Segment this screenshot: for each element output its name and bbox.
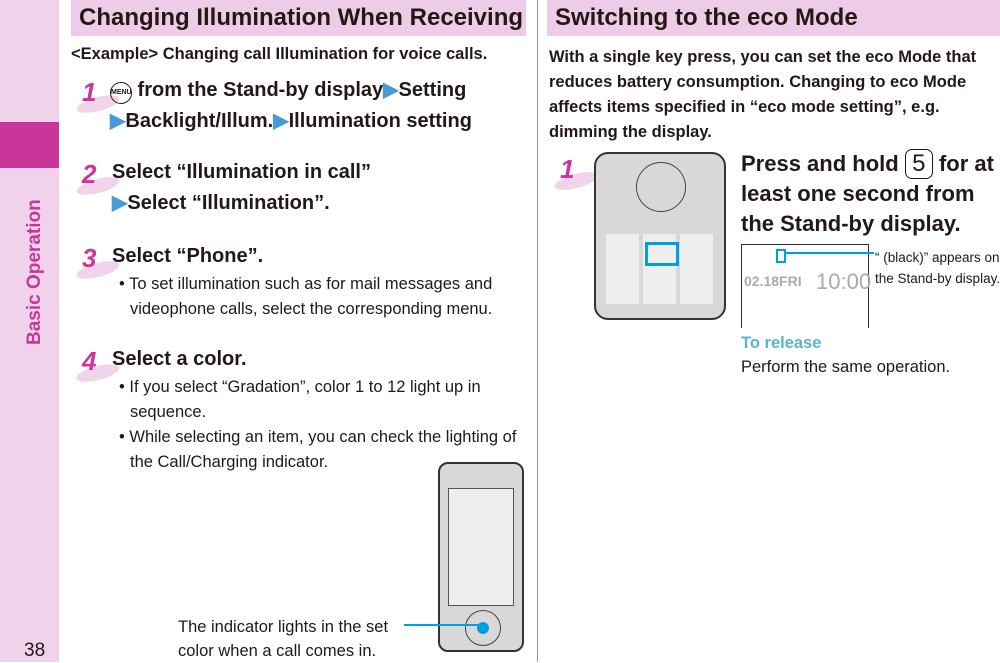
arrow-icon: ▶ — [112, 192, 128, 214]
step-text: from the Stand-by display — [132, 79, 384, 101]
screen-date: 02.18FRI — [744, 273, 802, 289]
intro-text: With a single key press, you can set the… — [549, 48, 977, 141]
screen-time: 10:00 — [816, 269, 872, 294]
step-1: 1 MENU from the Stand-by display▶Setting… — [82, 75, 532, 137]
eco-callout: “ (black)” appears on the Stand-by displ… — [875, 250, 1000, 286]
press-hold-step: Press and hold 5 for at least one second… — [741, 149, 1000, 239]
phone-keypad-illustration — [594, 152, 726, 320]
right-section-title: Switching to the eco Mode — [547, 0, 1000, 36]
step-text: Select “Illumination in call” — [112, 161, 371, 183]
step-number: 1 — [82, 77, 97, 107]
eco-icon-highlight — [776, 249, 786, 263]
menu-key-icon: MENU — [110, 82, 132, 104]
step-text: Press and hold — [741, 151, 905, 176]
callout-line — [786, 252, 874, 254]
section-tab — [0, 122, 59, 168]
phone-dpad — [465, 610, 501, 646]
step-2: 2 Select “Illumination in call” ▶Select … — [82, 157, 532, 219]
column-divider — [537, 0, 538, 662]
phone-keys — [606, 234, 716, 304]
left-section-title: Changing Illumination When Receiving — [71, 0, 526, 36]
callout-line — [404, 624, 480, 626]
step-text: Select “Illumination”. — [127, 192, 330, 214]
phone-illustration — [438, 462, 524, 652]
bullet: • If you select “Gradation”, color 1 to … — [119, 378, 481, 421]
page-number: 38 — [24, 640, 46, 661]
indicator-callout: The indicator lights in the set color wh… — [178, 618, 389, 660]
step-number: 2 — [82, 159, 97, 189]
step-4: 4 Select a color. • If you select “Grada… — [82, 344, 527, 475]
phone-screen — [448, 488, 514, 606]
step-text: Illumination setting — [288, 110, 472, 132]
step-text: Backlight/Illum. — [125, 110, 274, 132]
key-5-icon: 5 — [904, 149, 933, 179]
bullet-text: To set illumination such as for mail mes… — [129, 275, 493, 318]
step-text: Select a color. — [112, 348, 247, 370]
bullet: • While selecting an item, you can check… — [119, 428, 517, 471]
arrow-icon: ▶ — [273, 110, 289, 132]
step-number: 4 — [82, 346, 97, 376]
step-number: 3 — [82, 243, 97, 273]
step-text: Setting — [398, 79, 467, 101]
arrow-icon: ▶ — [110, 110, 126, 132]
phone-dpad — [636, 162, 686, 212]
step-number: 1 — [560, 154, 575, 184]
bullet: • To set illumination such as for mail m… — [119, 275, 493, 318]
section-label: Basic Operation — [24, 199, 45, 345]
step-text: Select “Phone”. — [112, 245, 264, 267]
sidebar — [0, 0, 59, 662]
standby-screen: 02.18FRI 10:00 — [741, 244, 872, 328]
key-5-highlight — [645, 242, 679, 266]
bullet-text: If you select “Gradation”, color 1 to 12… — [129, 378, 481, 421]
release-label: To release — [741, 334, 822, 352]
bullet-text: While selecting an item, you can check t… — [129, 428, 517, 471]
step-3: 3 Select “Phone”. • To set illumination … — [82, 241, 527, 322]
arrow-icon: ▶ — [383, 79, 399, 101]
release-text: Perform the same operation. — [741, 358, 951, 376]
indicator-light — [477, 622, 489, 634]
step-text: for at least one second from the Stand-b… — [741, 151, 994, 236]
example-text: <Example> Changing call Illumination for… — [71, 45, 488, 63]
